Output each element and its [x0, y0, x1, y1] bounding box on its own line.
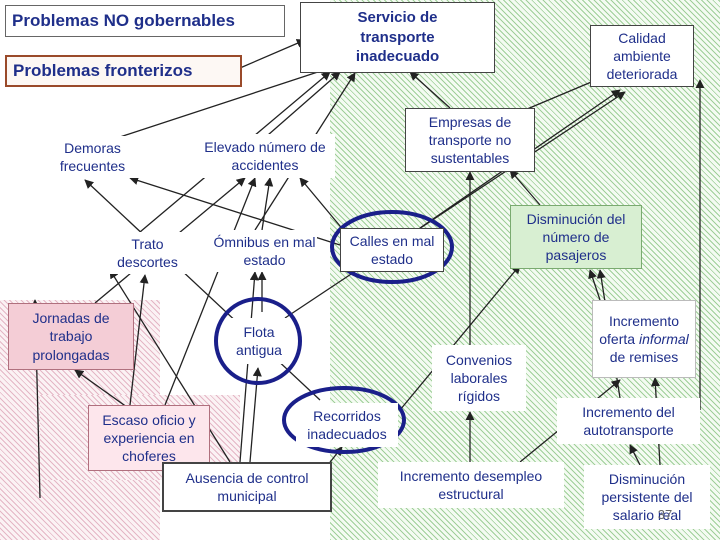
omnibus-mal-estado-label: Ómnibus en mal estado: [213, 233, 316, 268]
disminucion-salario-label: Disminución persistente del salario real: [601, 470, 693, 524]
page-number: 37: [650, 505, 680, 525]
incremento-oferta-pre: Incremento oferta: [599, 312, 680, 347]
incremento-oferta-label: Incremento oferta informal de remises: [593, 312, 695, 367]
incremento-autotransporte-box: Incremento del autotransporte: [557, 398, 700, 444]
disminucion-salario-box: Disminución persistente del salario real: [584, 465, 710, 529]
ausencia-control-label: Ausencia de control municipal: [185, 469, 309, 504]
calles-mal-estado-box: Calles en mal estado: [340, 228, 444, 272]
demoras-frecuentes-box: Demoras frecuentes: [45, 136, 140, 178]
calidad-ambiente-label: Calidad ambiente deteriorada: [606, 29, 678, 83]
flota-antigua-label: Flota antigua: [236, 323, 282, 358]
recorridos-inadecuados-label: Recorridos inadecuados: [307, 407, 387, 442]
problemas-fronterizos-box: Problemas fronterizos: [5, 55, 242, 87]
arrow-omnibus-elevado: [261, 177, 274, 231]
problemas-no-gobernables-label: Problemas NO gobernables: [12, 10, 235, 30]
escaso-oficio-label: Escaso oficio y experiencia en choferes: [102, 411, 196, 465]
servicio-transporte-label: Servicio de transporte inadecuado: [355, 9, 440, 66]
jornadas-trabajo-box: Jornadas de trabajo prolongadas: [8, 303, 134, 370]
incremento-desempleo-label: Incremento desempleo estructural: [399, 467, 543, 502]
escaso-oficio-box: Escaso oficio y experiencia en choferes: [88, 405, 210, 471]
convenios-laborales-label: Convenios laborales rígidos: [445, 351, 513, 405]
jornadas-trabajo-label: Jornadas de trabajo prolongadas: [32, 310, 110, 363]
empresas-transporte-box: Empresas de transporte no sustentables: [405, 108, 535, 172]
calidad-ambiente-box: Calidad ambiente deteriorada: [590, 25, 694, 87]
demoras-frecuentes-label: Demoras frecuentes: [59, 139, 126, 174]
arrow-ausencia-omnibus: [239, 271, 259, 463]
ausencia-control-box: Ausencia de control municipal: [162, 462, 332, 512]
trato-descortes-label: Trato descortes: [117, 235, 178, 270]
empresas-transporte-label: Empresas de transporte no sustentables: [428, 113, 512, 167]
calles-mal-estado-label: Calles en mal estado: [349, 232, 435, 267]
convenios-laborales-box: Convenios laborales rígidos: [432, 345, 526, 411]
arrow-fronterizos-servicio: [239, 39, 306, 69]
arrow-ausencia-flota: [249, 367, 262, 463]
recorridos-inadecuados-box: Recorridos inadecuados: [296, 403, 398, 447]
elevado-accidentes-label: Elevado número de accidentes: [204, 138, 326, 173]
trato-descortes-box: Trato descortes: [95, 232, 200, 274]
servicio-transporte-box: Servicio de transporte inadecuado: [300, 2, 495, 73]
incremento-desempleo-box: Incremento desempleo estructural: [378, 462, 564, 508]
incremento-oferta-italic: informal: [638, 330, 689, 347]
disminucion-pasajeros-label: Disminución del número de pasajeros: [526, 210, 626, 264]
page-number-label: 37: [657, 506, 673, 522]
disminucion-pasajeros-box: Disminución del número de pasajeros: [510, 205, 642, 269]
flota-antigua-box: Flota antigua: [228, 318, 290, 364]
incremento-oferta-post: de remises: [609, 349, 679, 366]
omnibus-mal-estado-box: Ómnibus en mal estado: [212, 230, 317, 272]
problemas-no-gobernables-box: Problemas NO gobernables: [5, 5, 285, 37]
elevado-accidentes-box: Elevado número de accidentes: [195, 134, 335, 178]
problemas-fronterizos-label: Problemas fronterizos: [13, 60, 193, 80]
incremento-oferta-box: Incremento oferta informal de remises: [592, 300, 696, 378]
arrow-escaso-elevado: [164, 177, 257, 406]
incremento-autotransporte-label: Incremento del autotransporte: [582, 403, 675, 438]
